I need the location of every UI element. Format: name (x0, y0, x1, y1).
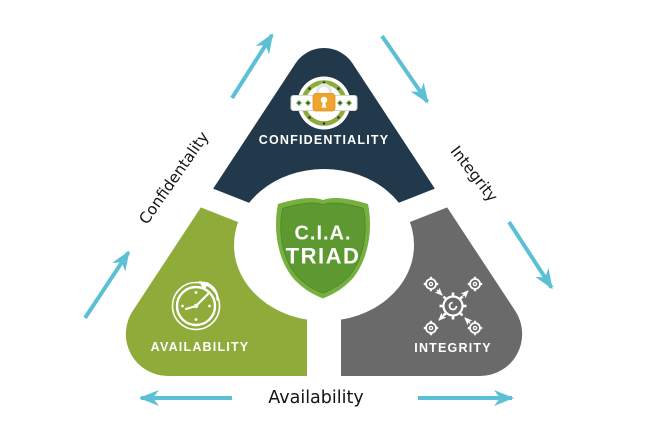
gears-network-icon (423, 276, 483, 336)
shield-title: C.I.A. TRIAD (286, 222, 361, 269)
shield-icon (276, 198, 370, 299)
lock-badge-icon (290, 76, 358, 130)
segment-availability (125, 101, 324, 376)
segment-integrity (324, 101, 523, 376)
password-asterisks (296, 100, 352, 106)
availability-segment-label: AVAILABILITY (150, 340, 250, 354)
confidentiality-segment-label: CONFIDENTIALITY (258, 133, 390, 147)
shield-title-line1: C.I.A. (294, 222, 352, 245)
arrow-right-icon (507, 220, 554, 290)
edge-label-availability: Availability (268, 388, 364, 408)
clock-refresh-icon (171, 281, 221, 331)
integrity-segment-label: INTEGRITY (414, 341, 492, 355)
arrow-top-right-icon (380, 34, 429, 104)
arrow-left-icon (83, 250, 131, 320)
arrow-top-left-icon (230, 33, 274, 100)
shield-title-line2: TRIAD (285, 243, 361, 269)
